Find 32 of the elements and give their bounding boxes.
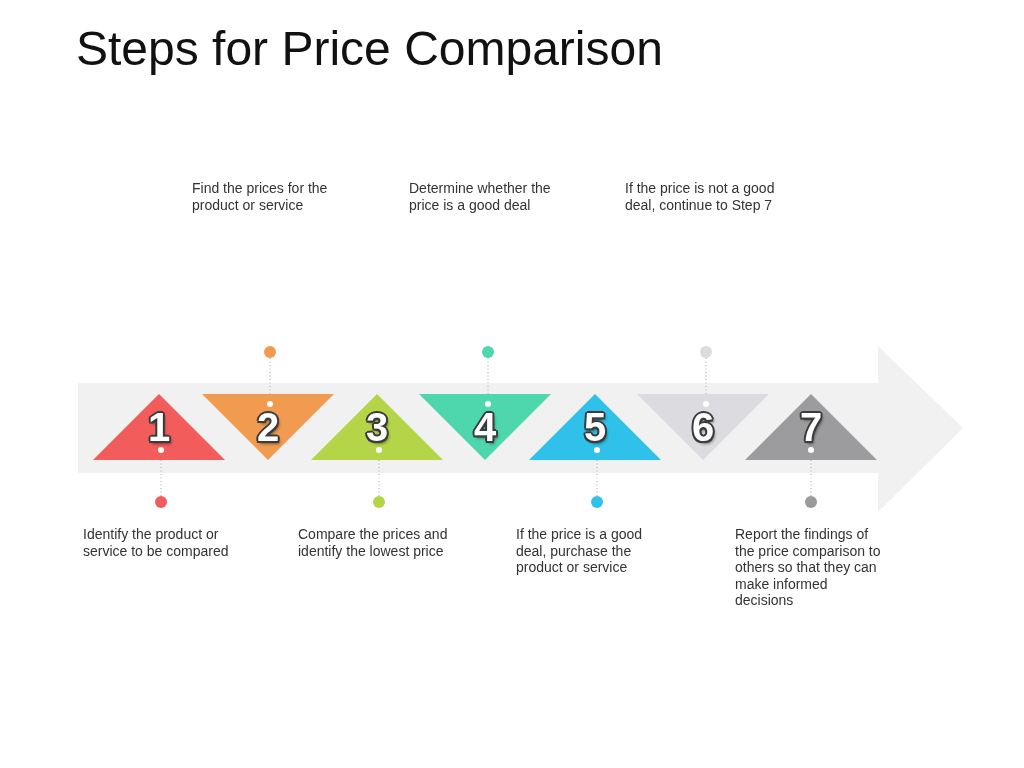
step-number: 4 — [473, 409, 497, 445]
step-triangle — [529, 394, 661, 460]
step-triangle — [745, 394, 877, 460]
step-number: 5 — [583, 409, 607, 445]
dot-icon — [482, 346, 494, 358]
leader-line — [485, 357, 491, 407]
step-description: Determine whether the price is a good deal — [409, 180, 552, 213]
step-triangle — [93, 394, 225, 460]
step-description: Report the findings of the price comparison to others so that they can make informed decisions — [735, 526, 882, 609]
step-triangle — [311, 394, 443, 460]
leader-line — [703, 357, 709, 407]
leader-line — [158, 447, 164, 497]
leader-line — [376, 447, 382, 497]
leader-line — [808, 447, 814, 497]
dot-icon — [700, 346, 712, 358]
step-number: 7 — [799, 409, 823, 445]
step-triangle — [202, 394, 334, 460]
step-triangle — [419, 394, 551, 460]
leader-line — [267, 357, 273, 407]
step-description: If the price is a good deal, purchase the product or service — [516, 526, 644, 576]
leader-line — [594, 447, 600, 497]
step-description: Find the prices for the product or service — [192, 180, 329, 213]
step-description: If the price is not a good deal, continue to Step 7 — [625, 180, 776, 213]
step-triangle — [637, 394, 769, 460]
step-description: Compare the prices and identify the lowest price — [298, 526, 449, 559]
step-number: 1 — [147, 409, 171, 445]
step-description: Identify the product or service to be compared — [83, 526, 230, 559]
title: Steps for Price Comparison — [76, 25, 663, 73]
dot-icon — [264, 346, 276, 358]
step-number: 3 — [365, 409, 389, 445]
step-number: 2 — [256, 409, 280, 445]
step-number: 6 — [691, 409, 715, 445]
